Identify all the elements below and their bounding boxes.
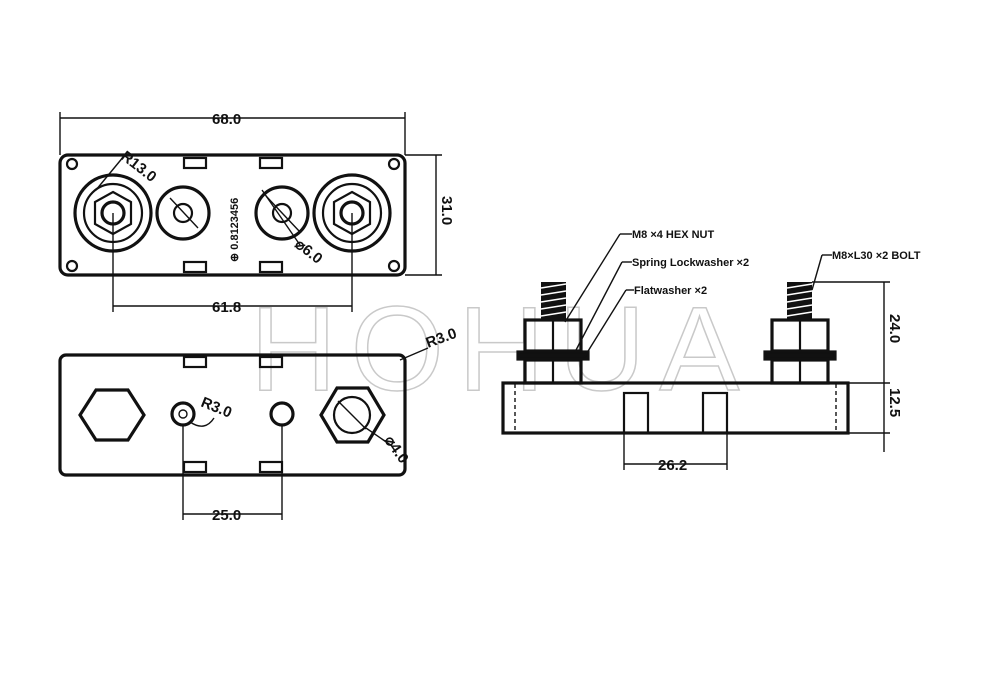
clip-tab (258, 260, 284, 274)
height-dimension-label: 31.0 (438, 196, 455, 225)
leader-line (399, 347, 429, 361)
bolt-note: M8×L30 ×2 BOLT (832, 250, 921, 262)
stud-spacing-label: 61.8 (212, 299, 241, 316)
leader-line (811, 254, 823, 291)
corner-screw (387, 157, 401, 171)
hole-spacing-label: 25.0 (212, 507, 241, 524)
clip-tab (182, 156, 208, 170)
top-view-body (58, 153, 407, 277)
flatwasher-note: Flatwasher ×2 (634, 285, 707, 297)
leader-line (574, 261, 623, 353)
side-view-base (501, 381, 850, 435)
watermark: HOHUA (250, 282, 753, 416)
clip-tab (182, 460, 208, 474)
left-mounting-hole (155, 185, 211, 241)
right-mounting-hole (254, 185, 310, 241)
clip-tab (182, 355, 208, 369)
clip-tab (258, 355, 284, 369)
hole-radius-label: R3.0 (199, 394, 235, 422)
bottom-view-body (58, 353, 407, 477)
leader-line (365, 427, 393, 447)
stud-height-label: 24.0 (886, 314, 903, 343)
hex-recess-left (78, 388, 146, 442)
base-slot (701, 391, 729, 435)
base-height-label: 12.5 (886, 388, 903, 417)
left-stud-assembly (516, 282, 590, 385)
hex-recess-right (319, 386, 386, 444)
side-view: M8 ×4 HEX NUT Spring Lockwasher ×2 Flatw… (501, 229, 921, 474)
leader-line (261, 189, 301, 246)
corner-screw (65, 157, 79, 171)
base-slot (622, 391, 650, 435)
right-stud-assembly (763, 282, 837, 385)
width-dimension-label: 68.0 (212, 111, 241, 128)
spring-lockwasher-note: Spring Lockwasher ×2 (632, 257, 749, 269)
corner-screw (387, 259, 401, 273)
part-marking: ⊕ 0.8123456 (229, 198, 241, 262)
leader-line (189, 417, 215, 427)
hex-nut-note: M8 ×4 HEX NUT (632, 229, 714, 241)
leader-line (584, 289, 627, 357)
top-view: ⊕ 0.8123456 68.0 31.0 61.8 R13.0 ⌀6.0 (58, 111, 455, 316)
slot-spacing-label: 26.2 (658, 457, 687, 474)
corner-screw (65, 259, 79, 273)
clip-tab (182, 260, 208, 274)
clip-tab (258, 460, 284, 474)
hex-diameter-label: ⌀4.0 (381, 433, 412, 467)
leader-line (564, 233, 621, 323)
bottom-view: R3.0 R3.0 ⌀4.0 25.0 (58, 325, 459, 524)
clip-tab (258, 156, 284, 170)
leader-line (95, 155, 125, 191)
